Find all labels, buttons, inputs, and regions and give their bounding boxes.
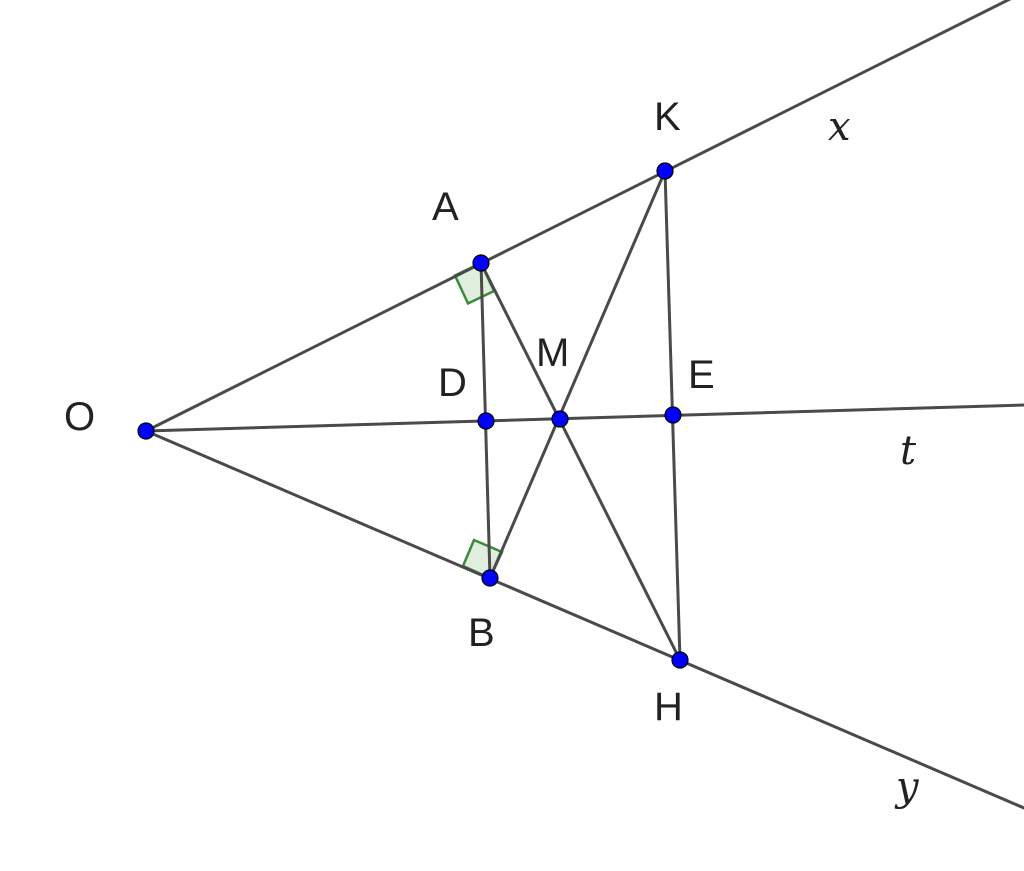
point-a <box>472 254 490 272</box>
label-o: O <box>64 395 95 439</box>
point-e <box>664 406 682 424</box>
point-b <box>481 569 499 587</box>
label-h: H <box>654 685 683 729</box>
ray-oy <box>144 429 1024 810</box>
point-d <box>477 412 495 430</box>
ray-ox <box>144 0 1012 433</box>
label-ray-t: t <box>900 428 917 474</box>
label-d: D <box>438 361 467 405</box>
label-b: B <box>468 611 495 655</box>
label-e: E <box>688 353 715 397</box>
point-k <box>656 162 674 180</box>
segment-kb <box>488 169 667 580</box>
segment-ah <box>479 261 682 662</box>
label-a: A <box>432 185 459 229</box>
label-m: M <box>536 331 569 375</box>
ray-ot <box>144 403 1024 433</box>
right-angle-marker-a <box>453 261 496 306</box>
point-m <box>551 410 569 428</box>
label-ray-x: x <box>828 104 851 150</box>
point-h <box>671 651 689 669</box>
label-ray-y: y <box>894 764 920 810</box>
point-o <box>137 422 155 440</box>
label-k: K <box>654 95 681 139</box>
